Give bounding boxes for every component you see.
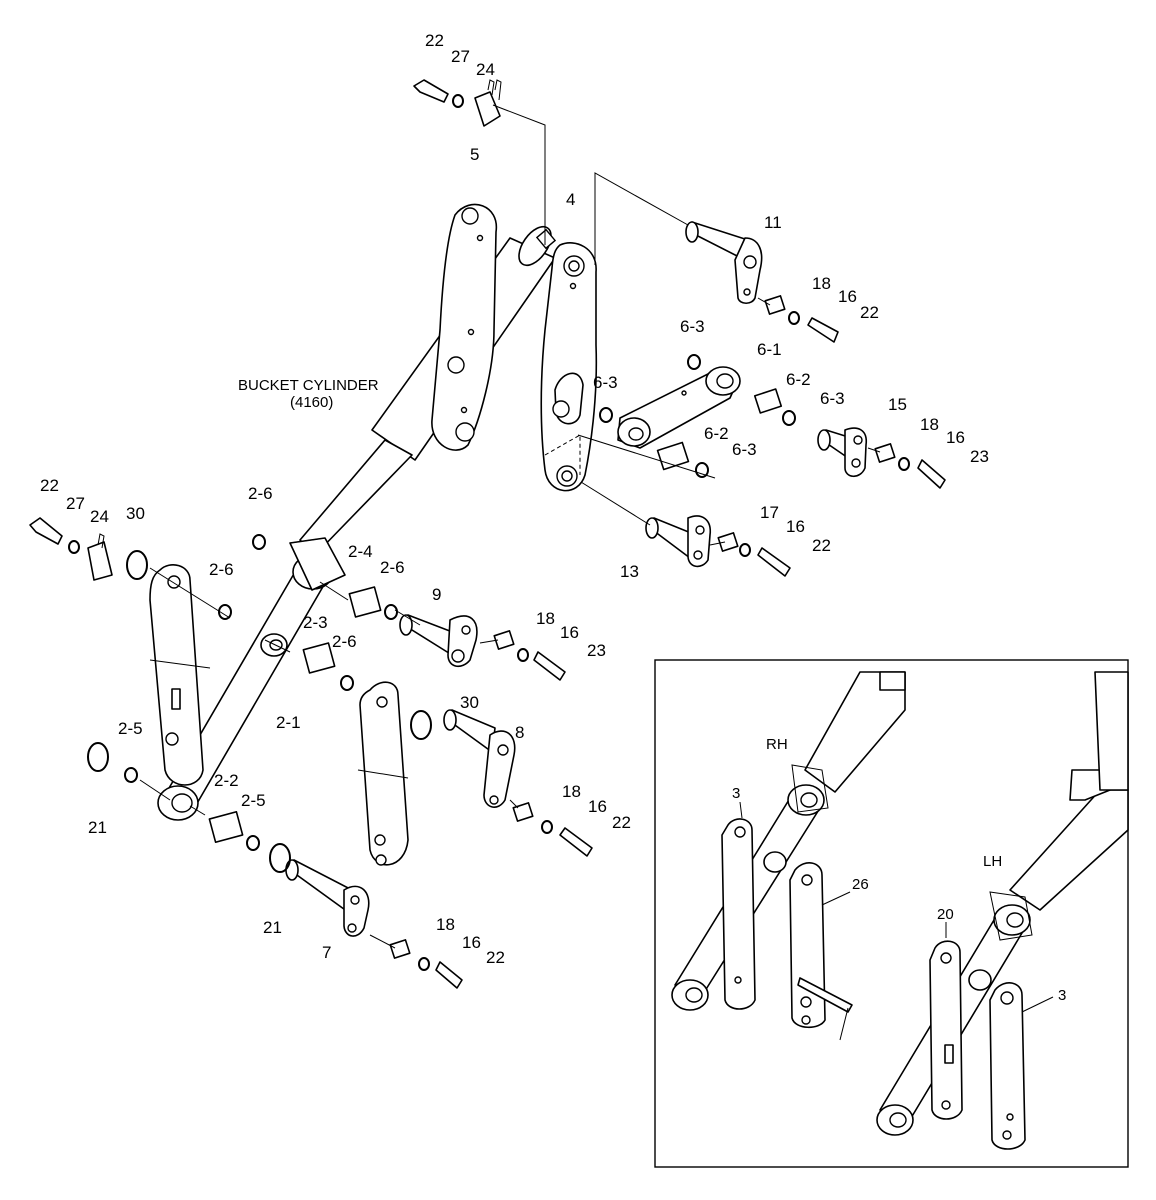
label-16: 16 — [838, 287, 857, 306]
label-18: 18 — [920, 415, 939, 434]
bolt-part-23 — [533, 459, 946, 681]
inset-label-3: 3 — [732, 785, 740, 802]
bushing-part-2-4 — [348, 586, 382, 618]
label-2-1: 2-1 — [276, 713, 301, 732]
inset-leader-lines — [739, 801, 1054, 1013]
label-6-2: 6-2 — [704, 424, 729, 443]
label-18: 18 — [812, 274, 831, 293]
bucket-cylinder-code: (4160) — [290, 394, 333, 411]
label-16: 16 — [462, 933, 481, 952]
label-6-2: 6-2 — [786, 370, 811, 389]
inset-rh-label: RH — [766, 736, 788, 753]
bucket-cylinder-name: BUCKET CYLINDER — [238, 377, 379, 394]
bolt-part-22 — [29, 79, 839, 989]
label-5: 5 — [470, 145, 479, 164]
bracket-part-24 — [87, 79, 502, 581]
pin-part-13 — [645, 515, 712, 568]
label-30: 30 — [460, 693, 479, 712]
label-2-6: 2-6 — [380, 558, 405, 577]
side-plate-middle — [357, 681, 409, 866]
label-6-3: 6-3 — [820, 389, 845, 408]
label-2-2: 2-2 — [214, 771, 239, 790]
label-8: 8 — [515, 723, 524, 742]
label-22: 22 — [486, 948, 505, 967]
label-21: 21 — [263, 918, 282, 937]
label-2-4: 2-4 — [348, 542, 373, 561]
label-22: 22 — [425, 31, 444, 50]
o-ring-part-2-6 — [218, 534, 398, 691]
label-16: 16 — [588, 797, 607, 816]
inset-label-3: 3 — [1058, 987, 1066, 1004]
label-6-3: 6-3 — [593, 373, 618, 392]
label-7: 7 — [322, 943, 331, 962]
bellcrank-part-4 — [540, 242, 598, 492]
label-18: 18 — [536, 609, 555, 628]
label-9: 9 — [432, 585, 441, 604]
label-18: 18 — [436, 915, 455, 934]
link-part-6-1 — [617, 366, 741, 449]
washer-part-21 — [87, 742, 291, 873]
spacer-part-17 — [717, 532, 739, 552]
pin-part-11 — [685, 221, 763, 305]
label-2-3: 2-3 — [303, 613, 328, 632]
label-2-6: 2-6 — [209, 560, 234, 579]
inset-lh-label: LH — [983, 853, 1002, 870]
washer-part-16 — [418, 311, 910, 971]
pin-part-9 — [399, 614, 478, 668]
label-6-3: 6-3 — [680, 317, 705, 336]
label-23: 23 — [587, 641, 606, 660]
label-30: 30 — [126, 504, 145, 523]
label-21: 21 — [88, 818, 107, 837]
inset-label-26: 26 — [852, 876, 869, 893]
label-16: 16 — [786, 517, 805, 536]
part-labels: 22 27 24 5 4 11 18 16 22 6-3 6-1 6-3 6-2… — [40, 31, 1066, 1004]
label-22: 22 — [40, 476, 59, 495]
label-24: 24 — [476, 60, 495, 79]
o-ring-part-6-3 — [599, 354, 796, 478]
pin-part-8 — [443, 709, 516, 808]
link-part-2-1 — [157, 537, 346, 821]
label-27: 27 — [66, 494, 85, 513]
label-22: 22 — [860, 303, 879, 322]
label-2-5: 2-5 — [241, 791, 266, 810]
label-16: 16 — [946, 428, 965, 447]
inset-detail-box — [654, 659, 1129, 1168]
label-23: 23 — [970, 447, 989, 466]
pin-part-7 — [285, 859, 370, 937]
label-17: 17 — [760, 503, 779, 522]
label-18: 18 — [562, 782, 581, 801]
label-6-1: 6-1 — [757, 340, 782, 359]
label-2-5: 2-5 — [118, 719, 143, 738]
label-4: 4 — [566, 190, 575, 209]
label-22: 22 — [812, 536, 831, 555]
o-ring-part-2-5 — [124, 767, 260, 851]
washer-part-30 — [126, 550, 432, 740]
bushing-part-2-3 — [302, 642, 336, 674]
leader-lines — [139, 104, 881, 949]
bushing-part-2-2 — [208, 810, 244, 844]
label-2-6: 2-6 — [248, 484, 273, 503]
label-15: 15 — [888, 395, 907, 414]
label-27: 27 — [451, 47, 470, 66]
washer-part-27 — [68, 94, 464, 554]
label-2-6: 2-6 — [332, 632, 357, 651]
side-plate-left — [149, 564, 211, 786]
label-24: 24 — [90, 507, 109, 526]
inset-label-20: 20 — [937, 906, 954, 923]
label-6-3: 6-3 — [732, 440, 757, 459]
label-11: 11 — [764, 213, 782, 232]
pin-part-15 — [817, 427, 868, 478]
label-13: 13 — [620, 562, 639, 581]
label-22: 22 — [612, 813, 631, 832]
label-16: 16 — [560, 623, 579, 642]
spacer-part-18 — [389, 295, 896, 959]
link-part-5 — [431, 203, 498, 451]
